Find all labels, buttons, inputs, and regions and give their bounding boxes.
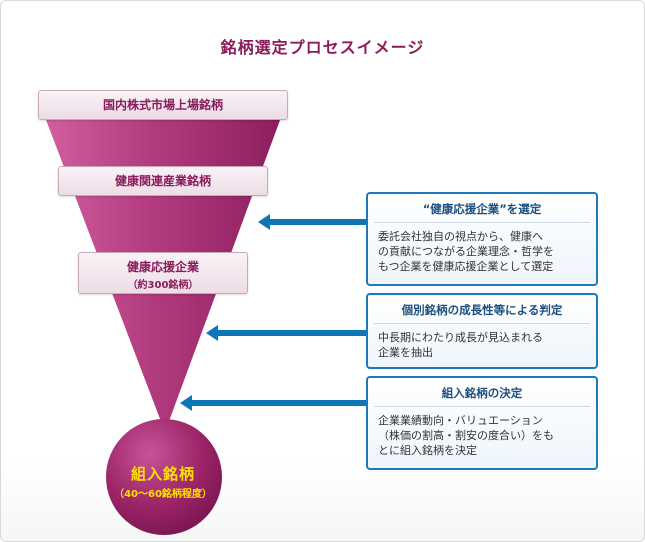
step-body-line: の貢献につながる企業理念・哲学を <box>378 245 554 258</box>
step-box-select: “健康応援企業”を選定 委託会社独自の視点から、健康へ の貢献につながる企業理念… <box>366 192 598 286</box>
arrow-left-icon <box>258 214 366 230</box>
funnel-level-label: 健康応援企業 <box>126 260 199 274</box>
step-body: 委託会社独自の視点から、健康へ の貢献につながる企業理念・哲学を もつ企業を健康… <box>368 223 596 274</box>
step-body-line: 委託会社独自の視点から、健康へ <box>378 230 543 243</box>
step-box-growth: 個別銘柄の成長性等による判定 中長期にわたり成長が見込まれる 企業を抽出 <box>366 293 598 369</box>
funnel-level-label: 健康関連産業銘柄 <box>114 174 211 188</box>
step-title: 個別銘柄の成長性等による判定 <box>374 295 590 324</box>
funnel-level-health-support: 健康応援企業 （約300銘柄） <box>78 252 248 294</box>
step-title: “健康応援企業”を選定 <box>374 194 590 223</box>
step-body: 中長期にわたり成長が見込まれる 企業を抽出 <box>368 324 596 360</box>
arrow-left-icon <box>180 395 366 411</box>
step-title: 組入銘柄の決定 <box>374 378 590 407</box>
goal-label: 組入銘柄 （40～60銘柄程度） <box>95 463 231 500</box>
goal-label-sub: （40～60銘柄程度） <box>114 489 212 500</box>
step-body-line: とに組入銘柄を決定 <box>378 444 477 457</box>
funnel-level-listed-stocks: 国内株式市場上場銘柄 <box>38 90 288 120</box>
step-body: 企業業績動向・バリュエーション （株価の割高・割安の度合い）をも とに組入銘柄を… <box>368 407 596 458</box>
step-body-line: 企業業績動向・バリュエーション <box>378 414 543 427</box>
step-body-line: もつ企業を健康応援企業として選定 <box>378 260 554 273</box>
arrow-left-icon <box>206 325 366 341</box>
goal-label-main: 組入銘柄 <box>130 465 195 483</box>
step-body-line: （株価の割高・割安の度合い）をも <box>378 429 554 442</box>
step-body-line: 企業を抽出 <box>378 346 433 359</box>
step-box-decide: 組入銘柄の決定 企業業績動向・バリュエーション （株価の割高・割安の度合い）をも… <box>366 376 598 470</box>
step-body-line: 中長期にわたり成長が見込まれる <box>378 331 543 344</box>
goal-circle <box>106 419 222 535</box>
funnel-level-label: 国内株式市場上場銘柄 <box>102 98 223 112</box>
funnel-level-health-industry: 健康関連産業銘柄 <box>58 166 268 196</box>
diagram-title: 銘柄選定プロセスイメージ <box>220 38 425 57</box>
funnel-level-sublabel: （約300銘柄） <box>127 280 199 291</box>
